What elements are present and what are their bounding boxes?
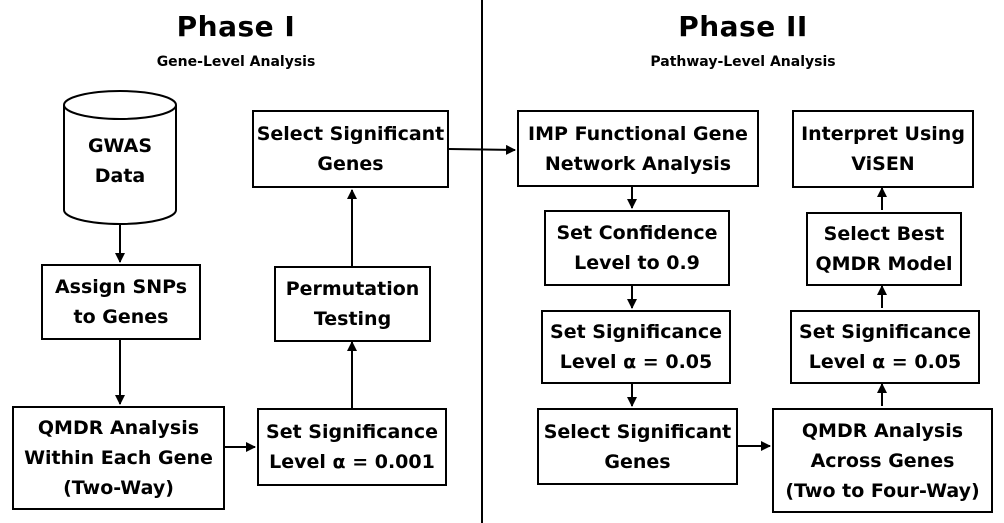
select2-line-2: Genes [604, 450, 671, 473]
set-significance-005-right-box: Set Significance Level α = 0.05 [790, 310, 980, 384]
qmdr-across-line-2: Across Genes [810, 449, 955, 472]
best-line-2: QMDR Model [815, 253, 953, 275]
sig005r-line-2: Level α = 0.05 [808, 351, 962, 373]
gwas-data-label: GWAS Data [64, 128, 176, 194]
sig005l-line-1: Set Significance [550, 321, 722, 343]
qmdr-within-box: QMDR Analysis Within Each Gene (Two-Way) [12, 406, 225, 510]
assign-snps-box: Assign SNPs to Genes [41, 264, 201, 340]
assign-line-1: Assign SNPs [54, 276, 188, 298]
gwas-line-1: GWAS [87, 135, 153, 157]
sig001-line-1: Set Significance [266, 421, 438, 443]
sig001-line-2: Level α = 0.001 [269, 451, 435, 473]
qmdr-within-line-1: QMDR Analysis [37, 417, 200, 439]
select-significant-genes-box-2: Select Significant Genes [537, 408, 738, 485]
phase-divider [481, 0, 483, 523]
visen-line-1: Interpret Using [801, 123, 965, 145]
confidence-line-1: Set Confidence [556, 222, 718, 244]
best-line-1: Select Best [823, 223, 945, 245]
permutation-line-2: Testing [313, 308, 392, 330]
phase2-subtitle: Pathway-Level Analysis [650, 54, 836, 70]
select-significant-genes-box-1: Select Significant Genes [252, 110, 449, 188]
imp-network-box: IMP Functional Gene Network Analysis [517, 110, 759, 187]
database-cylinder-icon [63, 90, 177, 225]
qmdr-across-line-1: QMDR Analysis [801, 419, 964, 442]
assign-line-2: to Genes [73, 306, 169, 328]
imp-line-1: IMP Functional Gene [528, 122, 748, 145]
qmdr-across-line-3: (Two to Four-Way) [785, 479, 980, 502]
select2-line-1: Select Significant [543, 420, 732, 443]
set-significance-005-left-box: Set Significance Level α = 0.05 [541, 310, 731, 384]
sig005r-line-1: Set Significance [799, 321, 971, 343]
phase1-subtitle: Gene-Level Analysis [156, 54, 316, 70]
visen-line-2: ViSEN [851, 153, 915, 175]
select1-line-2: Genes [317, 153, 384, 175]
arrow-select-to-imp [448, 144, 516, 155]
qmdr-within-line-2: Within Each Gene [24, 447, 213, 469]
permutation-line-1: Permutation [285, 278, 420, 300]
set-confidence-box: Set Confidence Level to 0.9 [544, 210, 730, 286]
qmdr-within-line-3: (Two-Way) [63, 477, 174, 499]
confidence-line-2: Level to 0.9 [574, 252, 700, 274]
imp-line-2: Network Analysis [544, 152, 732, 175]
phase2-title: Phase II [678, 10, 808, 43]
set-significance-001-box: Set Significance Level α = 0.001 [257, 408, 447, 486]
select1-line-1: Select Significant [256, 123, 445, 145]
phase1-title: Phase I [176, 10, 296, 43]
gwas-line-2: Data [94, 165, 146, 187]
qmdr-across-box: QMDR Analysis Across Genes (Two to Four-… [772, 408, 993, 513]
select-best-model-box: Select Best QMDR Model [806, 212, 962, 286]
interpret-visen-box: Interpret Using ViSEN [792, 110, 974, 188]
sig005l-line-2: Level α = 0.05 [559, 351, 713, 373]
permutation-testing-box: Permutation Testing [274, 266, 431, 342]
